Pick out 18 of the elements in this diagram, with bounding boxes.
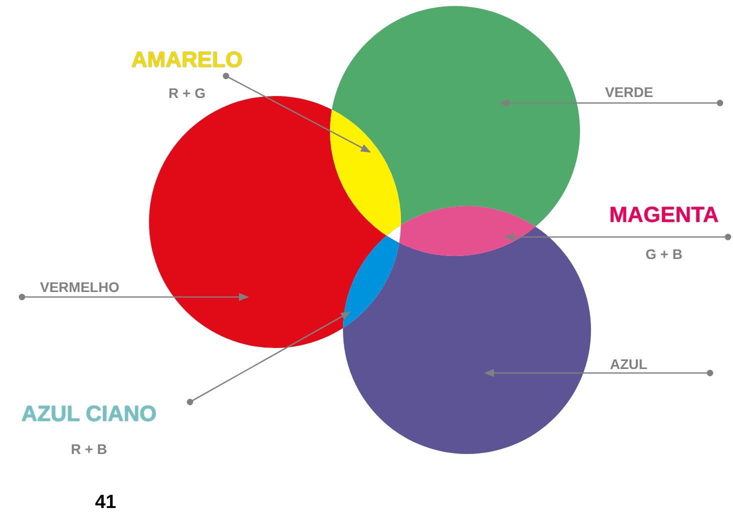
leader-line [484, 369, 714, 377]
leader-line [504, 233, 732, 241]
color-name: VERDE [605, 84, 723, 105]
color-name: AZUL CIANO [20, 402, 158, 426]
color-name: MAGENTA [608, 203, 720, 228]
color-name: VERMELHO [18, 279, 148, 301]
leader-line [18, 293, 249, 301]
color-name: AMARELO [130, 48, 244, 72]
overlap-region [386, 206, 536, 256]
color-formula: R + G [168, 86, 206, 102]
leader-line [499, 99, 724, 107]
color-name: AZUL [610, 356, 714, 377]
overlap-region [330, 110, 401, 243]
color-formula: G + B [644, 247, 684, 263]
color-formula: R + B [70, 442, 108, 458]
leader-line [222, 72, 371, 153]
page-number: 41 [95, 492, 116, 514]
leader-line [186, 311, 351, 406]
